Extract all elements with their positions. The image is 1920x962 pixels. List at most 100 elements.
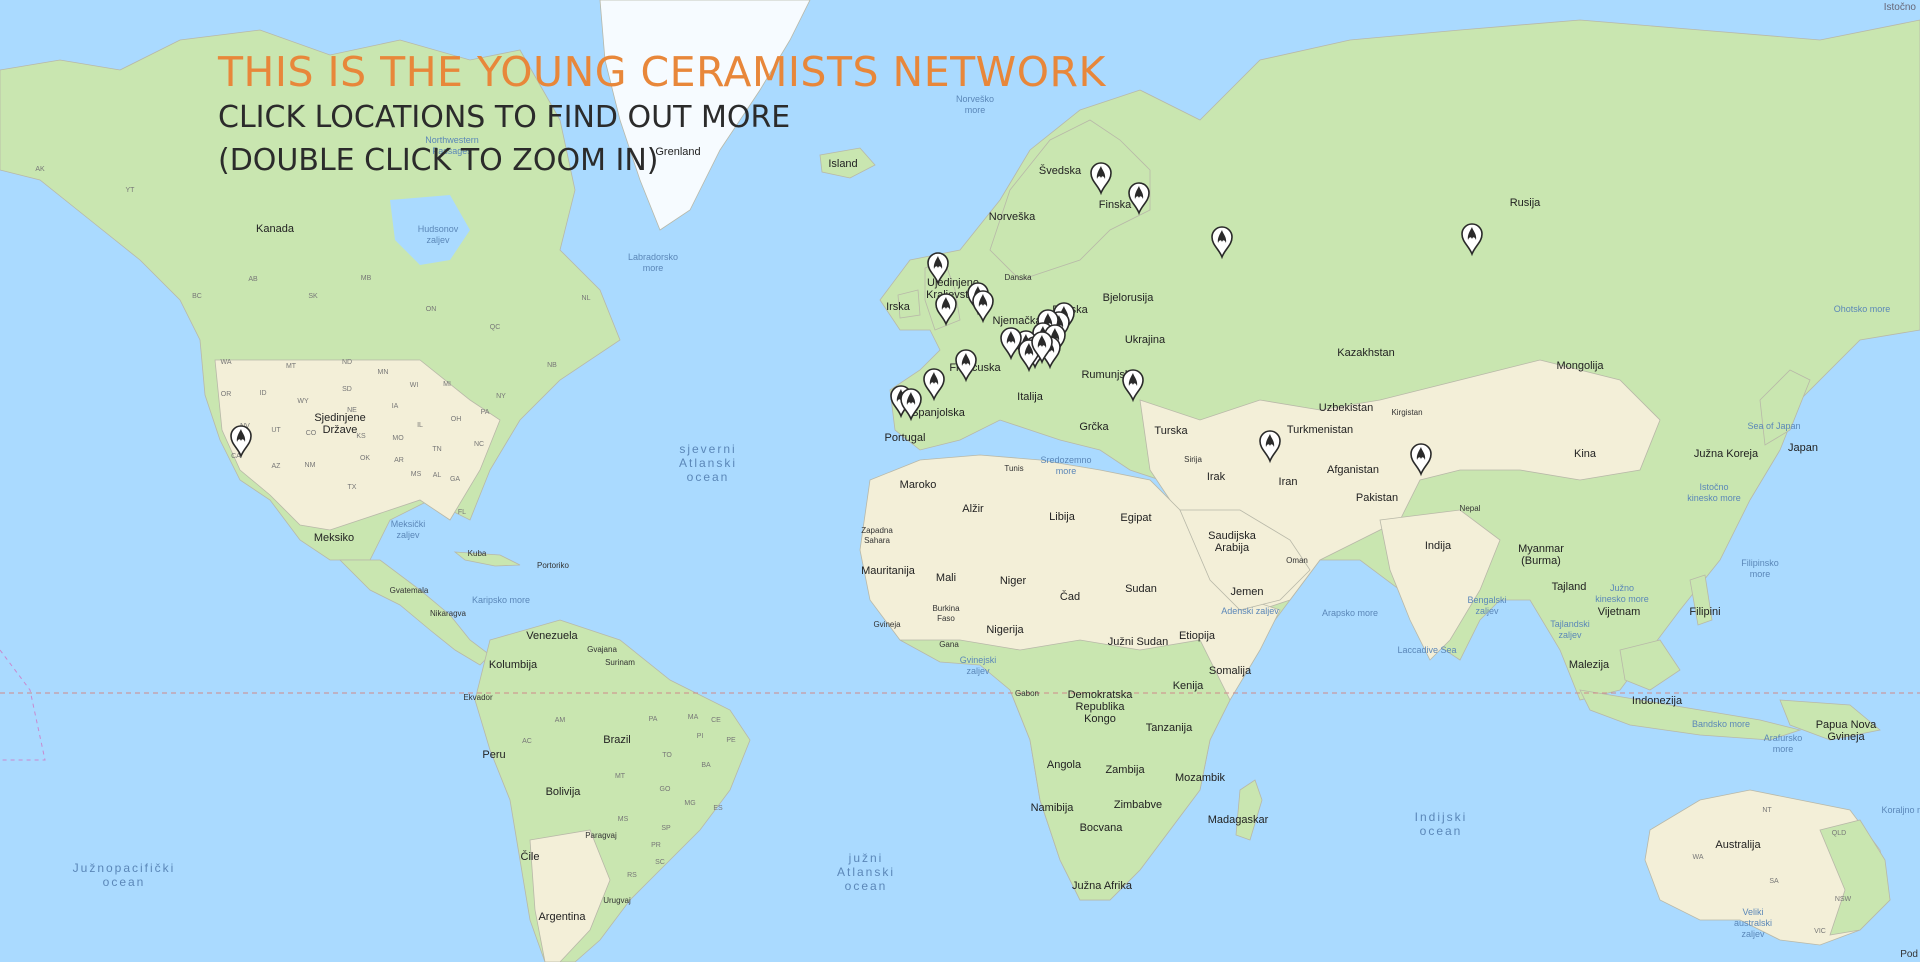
map-label: Gabon: [1015, 689, 1039, 698]
map-label: zaljev: [1475, 606, 1499, 616]
map-label: sjeverni: [679, 442, 736, 456]
map-label: TX: [348, 484, 357, 491]
location-markers[interactable]: [230, 162, 1483, 477]
map-label: Ekvador: [463, 693, 493, 702]
marker-uk-south[interactable]: [935, 293, 957, 327]
map-label: Gana: [939, 640, 959, 649]
map-label: Adenski zaljev: [1221, 606, 1279, 616]
kiln-flame-icon: [1265, 434, 1275, 447]
map-label: Afganistan: [1327, 464, 1379, 476]
marker-italy-2[interactable]: [1031, 331, 1053, 365]
map-label: Namibija: [1031, 802, 1075, 814]
iceland: [819, 147, 876, 179]
map-label: Madagaskar: [1208, 814, 1269, 826]
marker-iran[interactable]: [1259, 430, 1281, 464]
map-label: SC: [655, 859, 665, 866]
map-label: Sea of Japan: [1747, 421, 1800, 431]
marker-france[interactable]: [955, 349, 977, 383]
map-label: Niger: [1000, 575, 1027, 587]
map-label: Čad: [1060, 590, 1080, 603]
map-label: RS: [627, 872, 637, 879]
map-label: AK: [35, 166, 45, 173]
map-label: Čile: [521, 850, 540, 863]
map-label: WI: [410, 382, 419, 389]
map-label: more: [1056, 466, 1077, 476]
map-label: NL: [582, 295, 591, 302]
corner-label-top-right: Istočno: [1883, 2, 1916, 13]
kiln-flame-icon: [941, 297, 951, 310]
map-label: Portoriko: [537, 561, 570, 570]
hudson-bay: [390, 195, 470, 265]
map-label: more: [965, 105, 986, 115]
map-label: Hudsonov: [418, 224, 459, 234]
map-label: Turkmenistan: [1287, 424, 1353, 436]
map-label: Kongo: [1084, 713, 1116, 725]
arabia: [1179, 509, 1311, 611]
marker-russia-siberia[interactable]: [1461, 223, 1483, 257]
map-label: Arafursko: [1764, 733, 1803, 743]
map-label: Njemačka: [993, 315, 1043, 327]
marker-spain-east[interactable]: [900, 388, 922, 422]
marker-uk-north[interactable]: [927, 252, 949, 286]
map-label: MB: [361, 275, 372, 282]
map-label: Island: [828, 158, 857, 170]
map-label: Portugal: [885, 432, 926, 444]
marker-nepal-india[interactable]: [1410, 443, 1432, 477]
marker-finland-1[interactable]: [1090, 162, 1112, 196]
map-label: ocean: [1420, 824, 1463, 838]
map-label: NT: [1762, 807, 1772, 814]
map-label: Karipsko more: [472, 595, 530, 605]
map-label: Gvajana: [587, 645, 617, 654]
map-label: WY: [297, 398, 309, 405]
map-label: Indijski: [1415, 810, 1468, 824]
map-label: YT: [126, 187, 136, 194]
map-label: PA: [649, 716, 658, 723]
map-label: Grenland: [655, 146, 700, 158]
marker-usa-west[interactable]: [230, 425, 252, 459]
south-america-tan: [529, 829, 611, 962]
map-label: NSW: [1835, 896, 1852, 903]
map-label: Arapsko more: [1322, 608, 1378, 618]
map-label: Bjelorusija: [1103, 292, 1155, 304]
map-label: Irska: [886, 301, 911, 313]
kiln-flame-icon: [1006, 331, 1016, 344]
marker-spain-north[interactable]: [923, 368, 945, 402]
map-label: Mozambik: [1175, 772, 1226, 784]
map-label: južni: [848, 851, 884, 865]
map-label: UT: [271, 427, 281, 434]
map-label: ON: [426, 306, 437, 313]
map-label: MS: [618, 816, 629, 823]
marker-turkey[interactable]: [1122, 369, 1144, 403]
marker-finland-2[interactable]: [1128, 182, 1150, 216]
map-label: AL: [433, 472, 442, 479]
map-label: Laccadive Sea: [1397, 645, 1456, 655]
usa-tan: [214, 359, 501, 531]
map-label: zaljev: [426, 235, 450, 245]
map-label: Gvinejski: [960, 655, 997, 665]
map-label: Iran: [1279, 476, 1298, 488]
map-label: Koraljno m: [1881, 805, 1920, 815]
cuba: [453, 551, 521, 567]
marker-russia-moscow[interactable]: [1211, 226, 1233, 260]
map-label: Filipinsko: [1741, 558, 1779, 568]
map-label: Južna Afrika: [1072, 880, 1133, 892]
map-label: Indija: [1425, 540, 1452, 552]
map-label: Zambija: [1105, 764, 1145, 776]
map-label: Somalija: [1209, 665, 1252, 677]
map-label: TN: [432, 446, 441, 453]
map-label: Bengalski: [1467, 595, 1506, 605]
map-label: Meksički: [391, 519, 426, 529]
kiln-flame-icon: [1037, 335, 1047, 348]
marker-germany-west[interactable]: [972, 290, 994, 324]
map-label: kinesko more: [1595, 594, 1649, 604]
map-label: OR: [221, 391, 232, 398]
map-label: Etiopija: [1179, 630, 1216, 642]
marker-italy-north[interactable]: [1000, 327, 1022, 361]
map-label: Atlanski: [837, 865, 895, 879]
map-label: TO: [662, 752, 672, 759]
map-label: Gvatemala: [390, 586, 429, 595]
map-label: Rusija: [1510, 197, 1541, 209]
map-label: Sudan: [1125, 583, 1157, 595]
map-label: Kanada: [256, 223, 295, 235]
